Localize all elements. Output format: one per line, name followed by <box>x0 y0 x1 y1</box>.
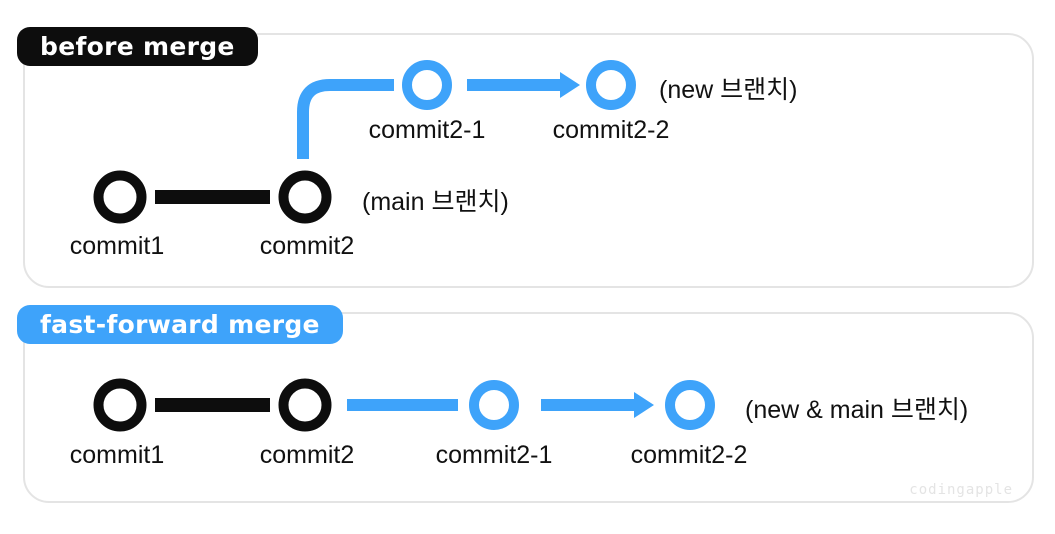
commit1-label-ff: commit1 <box>69 441 165 469</box>
commit2-1-label-ff: commit2-1 <box>435 441 553 469</box>
before-merge-panel <box>23 33 1034 288</box>
commit2-node-ff <box>278 378 332 432</box>
commit2-label-before: commit2 <box>259 232 355 260</box>
main-branch-label: (main 브랜치) <box>362 188 509 216</box>
merged-branch-label: (new & main 브랜치) <box>745 396 969 424</box>
commit2-1-node-before <box>402 60 452 110</box>
watermark: codingapple <box>909 482 1013 498</box>
fast-forward-merge-badge: fast-forward merge <box>17 305 343 344</box>
commit2-node-before <box>278 170 332 224</box>
commit2-2-node-before <box>586 60 636 110</box>
before-merge-badge: before merge <box>17 27 258 66</box>
commit2-1-node-ff <box>469 380 519 430</box>
commit2-label-ff: commit2 <box>259 441 355 469</box>
commit1-node-ff <box>93 378 147 432</box>
ff-arrow-head <box>634 392 654 418</box>
commit1-label-before: commit1 <box>69 232 165 260</box>
commit2-2-node-ff <box>665 380 715 430</box>
commit1-node-before <box>93 170 147 224</box>
new-branch-label: (new 브랜치) <box>659 76 798 104</box>
commit2-2-label-before: commit2-2 <box>552 116 670 144</box>
branch-arrow-head-before <box>560 72 580 98</box>
commit2-2-label-ff: commit2-2 <box>630 441 748 469</box>
commit2-1-label-before: commit2-1 <box>368 116 486 144</box>
branch-curve-edge-before <box>297 79 394 159</box>
